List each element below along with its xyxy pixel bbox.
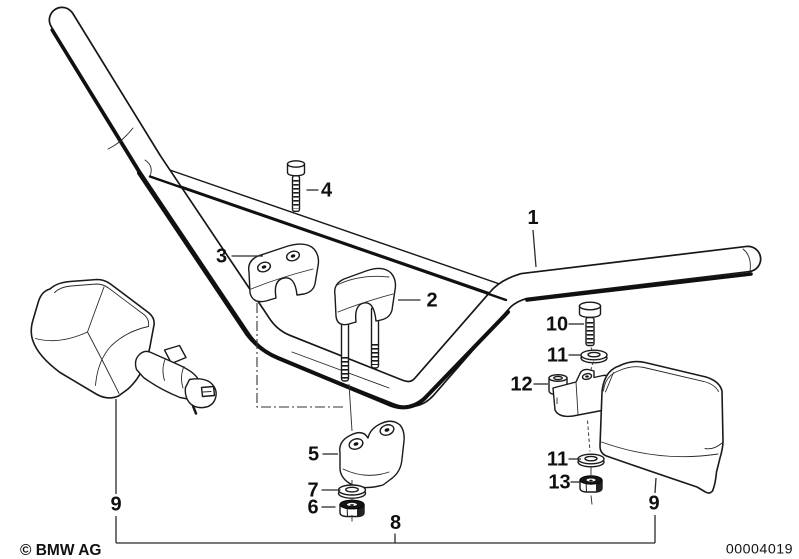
callout-1: 1 (527, 207, 538, 229)
callout-3: 3 (216, 246, 227, 268)
callout-5: 5 (308, 444, 319, 466)
callout-9-left: 9 (110, 494, 121, 516)
washer-11-bottom-drawing (577, 453, 605, 468)
callout-7: 7 (307, 480, 318, 502)
lower-clamp-drawing (339, 420, 405, 489)
upper-clamp-left-drawing (248, 243, 320, 303)
callout-13: 13 (548, 472, 570, 494)
centerlines (256, 303, 594, 522)
callout-12: 12 (510, 374, 532, 396)
washer-11-top-drawing (580, 349, 608, 364)
left-handguard-drawing (30, 278, 217, 415)
callout-9-right: 9 (648, 493, 659, 515)
callout-11-top: 11 (547, 345, 568, 367)
nut-6-drawing (339, 499, 365, 518)
callout-labels: 1 2 3 4 5 6 7 8 9 9 10 11 12 11 13 (110, 180, 659, 535)
nut-13-drawing (579, 475, 603, 493)
bolt-4-drawing (286, 160, 306, 213)
drawing-number-text: 00004019 (726, 542, 793, 558)
callout-2: 2 (426, 290, 437, 312)
callout-11-bottom: 11 (547, 449, 568, 471)
callout-8: 8 (390, 512, 401, 534)
callout-10: 10 (546, 314, 568, 336)
callout-6: 6 (307, 497, 318, 519)
leader-lines (115, 189, 657, 544)
right-handguard-drawing (599, 360, 724, 494)
callout-4: 4 (321, 180, 333, 202)
upper-clamp-right-drawing (334, 267, 397, 382)
copyright-text: © BMW AG (20, 542, 101, 559)
washer-7-drawing (337, 484, 367, 499)
bolt-10-drawing (578, 301, 602, 347)
handlebar-drawing (48, 6, 762, 410)
